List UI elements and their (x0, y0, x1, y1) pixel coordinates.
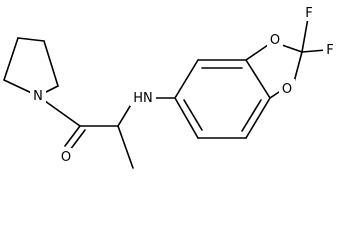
bond (174, 59, 199, 99)
atom-label: N (33, 89, 43, 104)
atom-f-top: F (302, 3, 316, 21)
atom-label: O (61, 150, 71, 165)
atom-o-carbonyl: O (59, 148, 74, 166)
bond (281, 44, 303, 53)
atom-label: O (282, 82, 292, 97)
atom-f-right: F (323, 40, 337, 58)
bond (293, 51, 303, 83)
bond (117, 125, 134, 169)
bond (174, 97, 199, 139)
bond (241, 99, 262, 132)
atom-label: O (270, 33, 280, 48)
bond (245, 59, 271, 99)
atom-label: F (326, 43, 333, 58)
structure-diagram: N O HN O O F F (3, 3, 337, 169)
bond (183, 99, 203, 131)
structure-canvas: N O HN O O F F (3, 3, 337, 169)
atom-o-dioxole-top: O (267, 30, 283, 48)
bond (69, 129, 86, 151)
bond (3, 37, 19, 81)
atom-nh-amine: HN (130, 88, 156, 106)
bond (43, 40, 59, 87)
atom-o-dioxole-bottom: O (279, 79, 295, 97)
bond (17, 37, 45, 42)
bond (245, 97, 271, 139)
bond (64, 125, 81, 147)
atom-label: HN (133, 91, 153, 106)
atom-label: F (305, 6, 312, 21)
bond (301, 49, 327, 53)
bond (117, 102, 133, 127)
bond (245, 44, 269, 61)
atom-n-pyrrolidine: N (30, 86, 46, 104)
atom-labels: N O HN O O F F (30, 3, 337, 166)
bond (301, 17, 309, 53)
